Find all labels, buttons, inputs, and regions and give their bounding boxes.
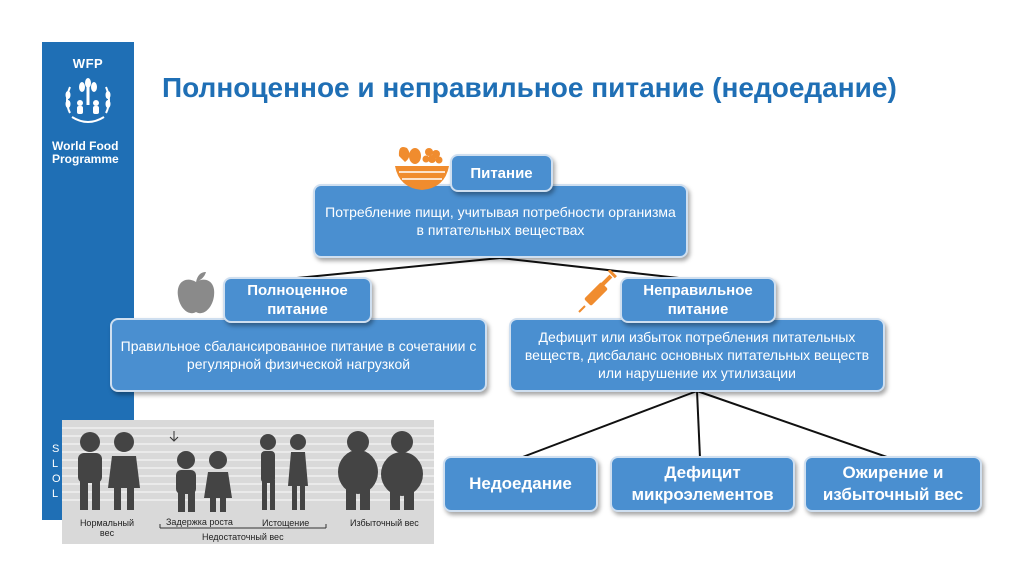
wfp-name-line2: Programme xyxy=(52,152,119,166)
wfp-emblem-icon xyxy=(65,78,111,123)
leaf-undernutrition: Недоедание xyxy=(443,456,598,512)
wasting-figures xyxy=(260,434,308,510)
label-normal-weight-line1: Нормальный xyxy=(79,518,135,528)
label-underweight: Недостаточный вес xyxy=(202,532,284,542)
leaf-micronutrient: Дефицит микроэлементов xyxy=(610,456,795,512)
label-normal-weight: Нормальный вес xyxy=(72,518,142,538)
leaf-micronutrient-line2: микроэлементов xyxy=(631,485,774,504)
body-types-illustration xyxy=(62,427,434,529)
root-tab-label: Питание xyxy=(470,164,533,182)
connector-right-leaf1 xyxy=(519,390,698,459)
syringe-icon xyxy=(578,270,617,313)
root-tab: Питание xyxy=(450,154,553,192)
fruit-basket-icon xyxy=(395,147,449,190)
apple-icon xyxy=(177,272,215,314)
leaf-micronutrient-line1: Дефицит xyxy=(664,463,741,482)
left-tab: Полноценное питание xyxy=(223,277,372,323)
right-description-box: Дефицит или избыток потребления питатель… xyxy=(509,318,885,392)
wfp-name-line1: World Food xyxy=(52,139,119,153)
normal-weight-figures xyxy=(78,432,140,510)
right-description: Дефицит или избыток потребления питатель… xyxy=(524,329,870,381)
connector-right-leaf3 xyxy=(696,390,891,459)
page-title: Полноценное и неправильное питание (недо… xyxy=(162,72,897,103)
side-letter: O xyxy=(52,473,61,485)
leaf-undernutrition-label: Недоедание xyxy=(469,474,572,493)
left-tab-line2: питание xyxy=(267,301,328,318)
wfp-logo: WFP World Food xyxy=(52,52,124,192)
leaf-obesity-line2: избыточный вес xyxy=(822,485,964,504)
left-description: Правильное сбалансированное питание в со… xyxy=(120,338,477,372)
right-tab: Неправильное питание xyxy=(620,277,776,323)
right-tab-line1: Неправильное xyxy=(643,282,753,299)
connector-root-left xyxy=(296,257,501,279)
right-tab-line2: питание xyxy=(667,301,729,318)
left-description-box: Правильное сбалансированное питание в со… xyxy=(110,318,487,392)
stunting-figures xyxy=(176,451,232,512)
leaf-obesity-line1: Ожирение и xyxy=(842,463,944,482)
connector-right-leaf2 xyxy=(696,390,701,459)
root-description: Потребление пищи, учитывая потребности о… xyxy=(325,204,676,238)
body-types-panel: Нормальный вес Задержка роста Истощение … xyxy=(62,420,434,544)
label-overweight: Избыточный вес xyxy=(350,518,419,528)
wfp-abbr: WFP xyxy=(72,56,104,71)
leaf-obesity: Ожирение и избыточный вес xyxy=(804,456,982,512)
label-stunting: Задержка роста xyxy=(166,517,233,527)
side-letters: S L O L xyxy=(52,442,61,502)
label-normal-weight-line2: вес xyxy=(99,528,115,538)
side-letter: S xyxy=(52,443,60,455)
root-description-box: Потребление пищи, учитывая потребности о… xyxy=(313,184,688,258)
side-letter: L xyxy=(52,488,59,500)
side-letter: L xyxy=(52,458,59,470)
overweight-figures xyxy=(338,431,423,510)
connector-root-right xyxy=(499,257,698,281)
label-wasting: Истощение xyxy=(262,518,310,528)
left-tab-line1: Полноценное xyxy=(247,282,348,299)
wfp-name: World Food Programme xyxy=(52,140,124,166)
